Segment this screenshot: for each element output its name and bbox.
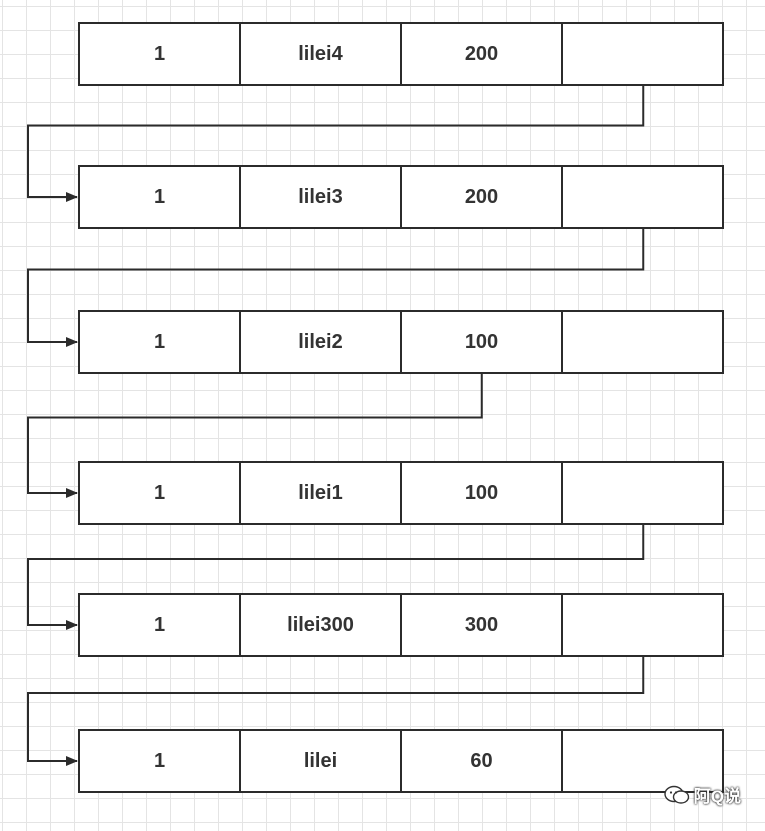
score-cell: 200 [402, 167, 563, 227]
name-cell: lilei3 [241, 167, 402, 227]
watermark: 阿Q说 [664, 782, 741, 807]
score-cell: 100 [402, 463, 563, 523]
name-cell: lilei300 [241, 595, 402, 655]
score-cell: 100 [402, 312, 563, 372]
pointer-cell [563, 595, 722, 655]
pointer-cell [563, 24, 722, 84]
id-cell: 1 [80, 24, 241, 84]
next-pointer-arrow [27, 525, 645, 630]
pointer-cell [563, 312, 722, 372]
id-cell: 1 [80, 595, 241, 655]
name-cell: lilei1 [241, 463, 402, 523]
score-cell: 300 [402, 595, 563, 655]
next-pointer-arrow [27, 374, 483, 498]
wechat-icon [664, 785, 689, 804]
watermark-text: 阿Q说 [693, 787, 741, 806]
name-cell: lilei4 [241, 24, 402, 84]
pointer-cell [563, 463, 722, 523]
id-cell: 1 [80, 312, 241, 372]
id-cell: 1 [80, 463, 241, 523]
next-pointer-arrow [27, 229, 645, 347]
next-pointer-arrow [27, 86, 645, 202]
id-cell: 1 [80, 167, 241, 227]
id-cell: 1 [80, 731, 241, 791]
pointer-cell [563, 167, 722, 227]
name-cell: lilei2 [241, 312, 402, 372]
name-cell: lilei [241, 731, 402, 791]
next-pointer-arrow [27, 657, 645, 766]
score-cell: 60 [402, 731, 563, 791]
score-cell: 200 [402, 24, 563, 84]
